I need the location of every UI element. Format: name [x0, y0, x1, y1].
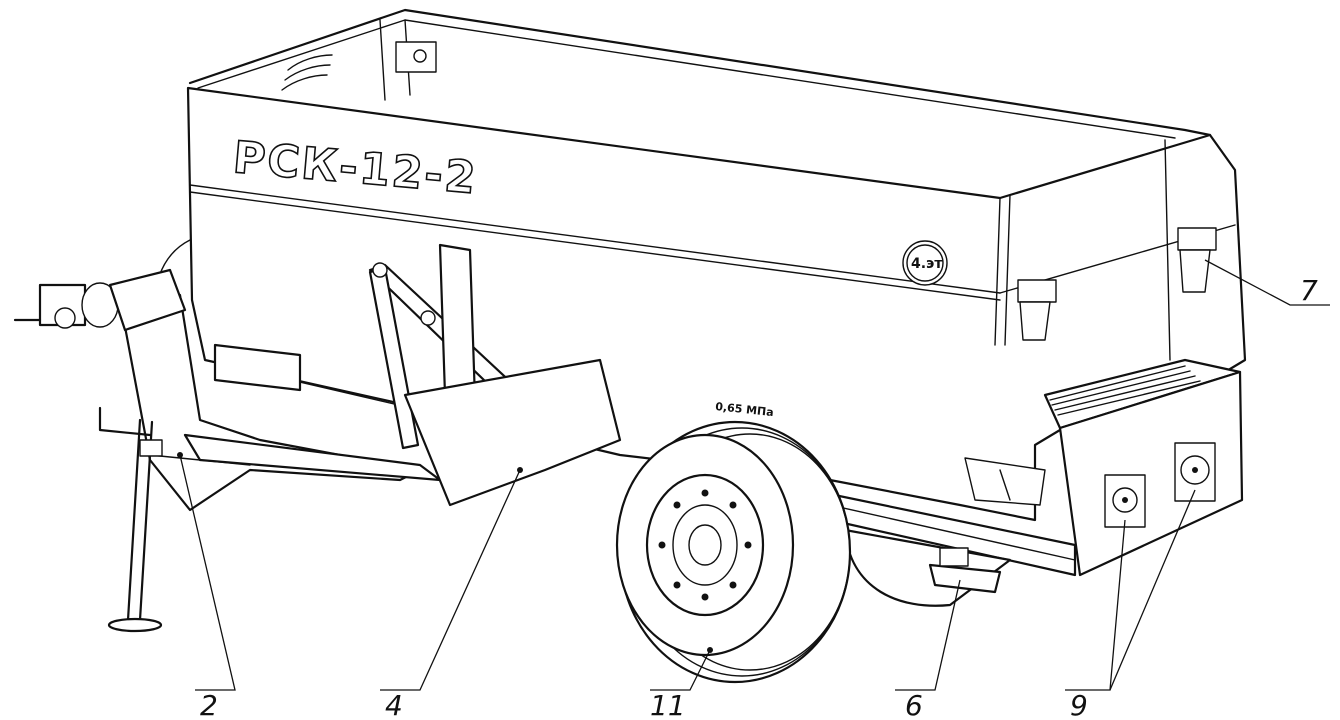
- callout-11: 11: [650, 689, 686, 720]
- wheel-bolts: [658, 489, 752, 601]
- brand-logo-text: 4.эт: [911, 256, 943, 272]
- side-panel: [403, 358, 622, 507]
- jack-stand: [98, 406, 163, 633]
- rear-end: [964, 227, 1244, 577]
- wheel: [615, 420, 852, 684]
- gate-mechanism: [368, 243, 532, 450]
- callout-2: 2: [200, 689, 218, 720]
- callout-9: 9: [1070, 689, 1088, 720]
- callout-7: 7: [1300, 274, 1318, 307]
- drawbar-frame: [13, 268, 442, 512]
- pressure-label: 0,65 МПа: [715, 400, 775, 419]
- callout-4: 4: [385, 689, 403, 720]
- brand-logo: 4.эт: [902, 240, 948, 286]
- axle-beam: [818, 490, 1077, 607]
- vent-slots: [281, 41, 437, 91]
- callout-6: 6: [905, 689, 923, 720]
- leader-lines: [177, 259, 1330, 691]
